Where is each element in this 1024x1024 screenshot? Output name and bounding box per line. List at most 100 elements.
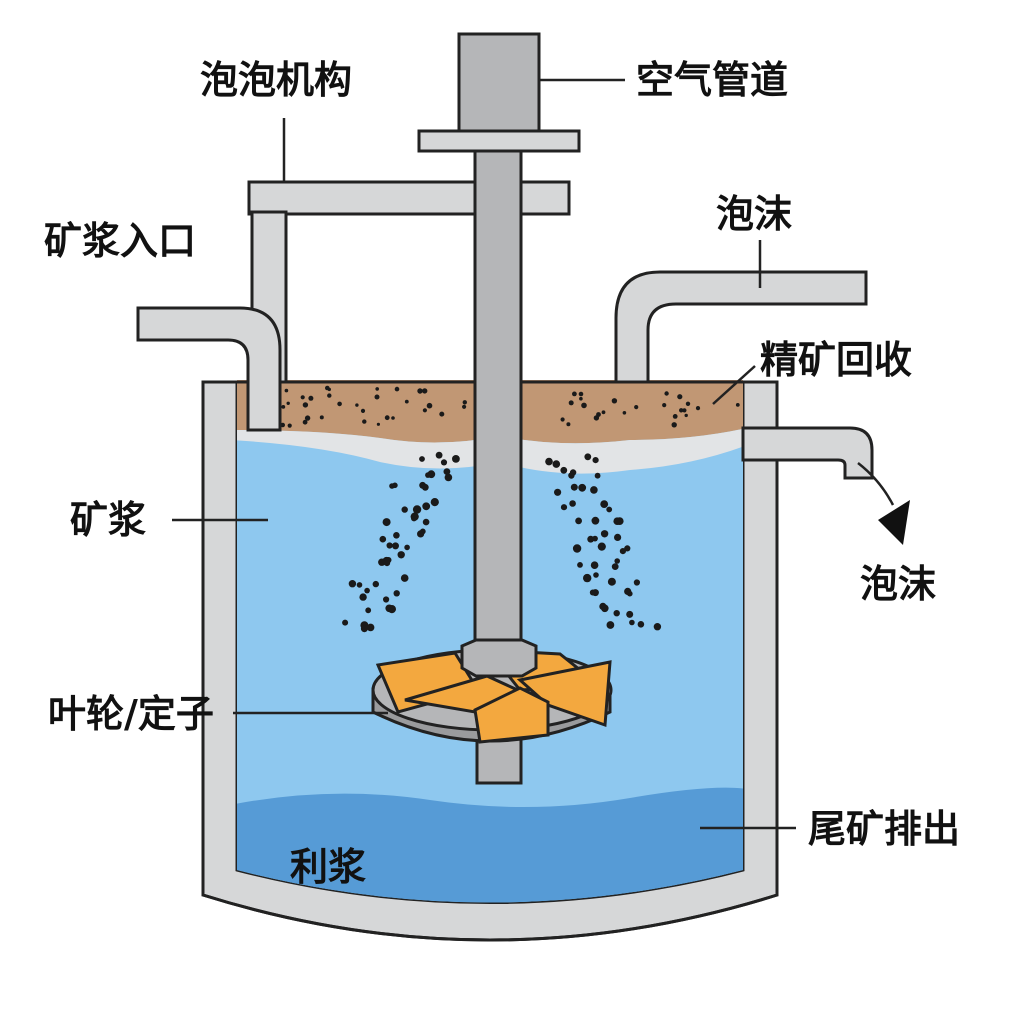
- froth-particle: [300, 395, 305, 400]
- rising-particle: [360, 625, 368, 633]
- rising-particle: [615, 517, 624, 525]
- rising-particle: [578, 483, 587, 492]
- froth-particle: [284, 388, 289, 393]
- air-pipe-flange: [417, 129, 581, 153]
- froth-pipe-upper: [614, 270, 868, 384]
- rising-particle: [419, 456, 425, 462]
- froth-particle: [327, 393, 332, 398]
- froth-particle: [376, 422, 380, 426]
- rising-particle: [568, 472, 575, 479]
- froth-particle: [664, 391, 669, 396]
- froth-particle: [677, 394, 683, 400]
- froth-particle: [319, 415, 324, 420]
- froth-particle: [566, 422, 571, 427]
- arrow-head-icon: [878, 500, 910, 545]
- rising-particle: [366, 623, 375, 632]
- froth-particle: [581, 402, 587, 409]
- froth-particle: [280, 422, 286, 428]
- rising-particle: [614, 533, 622, 542]
- froth-particle: [568, 400, 574, 406]
- rising-particle: [560, 504, 568, 511]
- rising-particle: [422, 518, 430, 526]
- rising-particle: [359, 593, 367, 601]
- rising-particle: [435, 451, 443, 459]
- rising-particle: [412, 505, 422, 514]
- rising-particle: [611, 563, 619, 570]
- rising-particle: [613, 610, 620, 617]
- froth-particle: [695, 406, 701, 411]
- rising-particle: [592, 535, 598, 542]
- rising-particles: [342, 451, 662, 633]
- rising-particle: [601, 604, 609, 613]
- rising-particle: [600, 500, 609, 508]
- froth-particle: [417, 388, 423, 394]
- label-slurry-inlet: 矿浆入口: [44, 219, 196, 263]
- rising-particle: [593, 572, 599, 578]
- froth-particle: [439, 411, 445, 417]
- rising-particle: [653, 623, 662, 631]
- rising-particle: [591, 589, 599, 597]
- rising-particle: [440, 459, 448, 466]
- rising-particle: [597, 542, 606, 551]
- froth-particle: [593, 415, 600, 421]
- rising-particle: [404, 544, 410, 551]
- rising-particle: [591, 516, 600, 525]
- froth-particle: [662, 403, 667, 408]
- froth-particle: [634, 405, 639, 410]
- rising-particle: [444, 473, 453, 482]
- rising-particle: [393, 590, 400, 597]
- leader-concentrate: [712, 365, 756, 405]
- rising-particle: [365, 607, 372, 614]
- label-slurry: 矿浆: [70, 498, 146, 542]
- air-pipe-top: [457, 32, 541, 136]
- rising-particle: [606, 506, 613, 513]
- rising-particle: [577, 562, 583, 568]
- label-bottom-slurry: 利浆: [290, 845, 366, 889]
- froth-particle: [672, 414, 678, 419]
- froth-particle: [362, 419, 367, 424]
- rising-particle: [425, 472, 431, 478]
- froth-particle: [671, 422, 677, 428]
- rising-particle: [575, 517, 582, 525]
- rising-particle: [422, 502, 431, 511]
- froth-particle: [302, 419, 308, 425]
- froth-particle: [579, 396, 583, 401]
- rising-particle: [443, 468, 451, 475]
- rising-particle: [385, 557, 392, 563]
- rising-particle: [452, 455, 460, 463]
- froth-particle: [384, 415, 390, 421]
- froth-particle: [391, 416, 395, 420]
- froth-particle: [611, 398, 618, 404]
- label-concentrate: 精矿回收: [760, 338, 912, 382]
- froth-particle: [679, 408, 684, 413]
- froth-particle: [337, 401, 342, 407]
- froth-particle: [360, 408, 366, 413]
- label-impeller: 叶轮/定子: [48, 692, 214, 736]
- rising-particle: [400, 574, 409, 582]
- rising-particle: [590, 561, 599, 569]
- rising-particle: [372, 580, 379, 588]
- impeller-stator: [371, 638, 613, 744]
- rising-particle: [614, 558, 620, 564]
- rising-particle: [421, 483, 429, 491]
- label-tailings: 尾矿排出: [808, 807, 960, 851]
- froth-particle: [287, 423, 292, 428]
- froth-particle: [286, 401, 290, 405]
- rising-particle: [401, 506, 408, 513]
- froth-particle: [735, 403, 740, 407]
- label-air-pipe: 空气管道: [636, 58, 788, 102]
- rising-particle: [430, 498, 439, 507]
- froth-particle: [682, 408, 687, 413]
- rising-particle: [342, 619, 349, 626]
- rising-particle: [594, 472, 601, 479]
- froth-particle: [572, 391, 577, 397]
- rising-particle: [552, 460, 561, 468]
- rising-particle: [411, 515, 417, 522]
- froth-particle: [404, 399, 409, 404]
- rising-particle: [629, 619, 635, 626]
- rising-particle: [570, 483, 578, 491]
- rising-particle: [379, 535, 387, 543]
- deep-slurry-layer: [237, 787, 743, 903]
- froth-particle: [560, 417, 565, 422]
